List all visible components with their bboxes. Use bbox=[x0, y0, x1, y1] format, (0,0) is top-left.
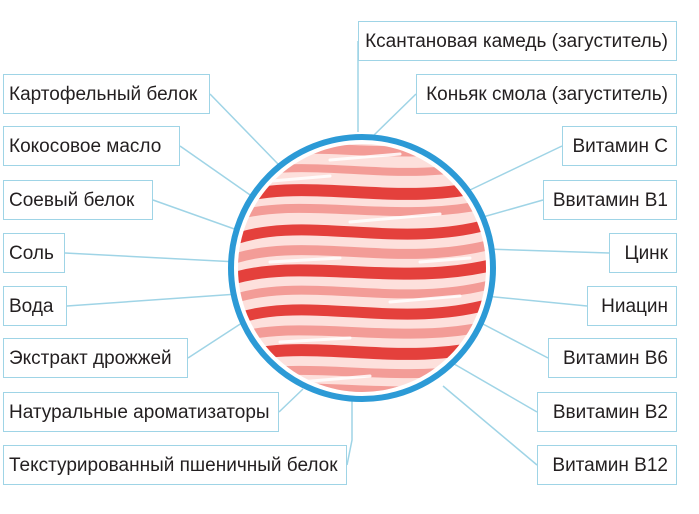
disc-band bbox=[238, 196, 486, 224]
disc-texture bbox=[238, 144, 486, 392]
connector-line bbox=[469, 145, 563, 191]
label-natural-flavors: Натуральные ароматизаторы bbox=[3, 392, 279, 432]
label-vitamin-b12: Витамин В12 bbox=[537, 445, 677, 485]
label-vitamin-c: Витамин С bbox=[562, 126, 677, 166]
connector-line bbox=[482, 199, 544, 218]
disc-streak bbox=[328, 152, 402, 162]
connector-line bbox=[66, 293, 239, 307]
disc-band bbox=[238, 295, 486, 329]
label-zinc: Цинк bbox=[609, 233, 677, 273]
label-textured-wheat-protein: Текстурированный пшеничный белок bbox=[3, 445, 347, 485]
connector-line bbox=[346, 390, 353, 466]
label-vitamin-b1: Ввитамин В1 bbox=[543, 180, 677, 220]
disc-band bbox=[238, 237, 486, 267]
connector-line bbox=[480, 322, 549, 359]
connector-line bbox=[448, 360, 538, 413]
label-niacin: Ниацин bbox=[587, 286, 677, 326]
meat-disc bbox=[228, 134, 496, 402]
connector-line bbox=[442, 385, 538, 466]
label-vitamin-b2: Ввитамин В2 bbox=[537, 392, 677, 432]
label-vitamin-b6: Витамин В6 bbox=[548, 338, 677, 378]
label-potato-protein: Картофельный белок bbox=[3, 74, 210, 114]
label-konjac-gum: Коньяк смола (загуститель) bbox=[416, 74, 677, 114]
connector-line bbox=[179, 145, 254, 198]
disc-band bbox=[238, 215, 486, 249]
label-yeast-extract: Экстракт дрожжей bbox=[3, 338, 188, 378]
connector-line bbox=[64, 252, 239, 263]
label-xanthan-gum: Ксантановая камедь (загуститель) bbox=[358, 21, 677, 61]
connector-line bbox=[485, 248, 610, 254]
connector-line bbox=[484, 295, 588, 307]
connector-lines bbox=[64, 41, 610, 466]
disc-streak bbox=[298, 374, 372, 384]
disc-band bbox=[238, 257, 486, 287]
disc-streak bbox=[268, 256, 342, 264]
disc-streak bbox=[348, 212, 442, 224]
disc-streak bbox=[388, 294, 462, 304]
connector-line bbox=[209, 93, 279, 165]
connector-line bbox=[371, 93, 417, 138]
connector-line bbox=[152, 199, 241, 232]
label-water: Вода bbox=[3, 286, 67, 326]
label-soy-protein: Соевый белок bbox=[3, 180, 153, 220]
disc-streak bbox=[418, 256, 472, 264]
disc-band bbox=[238, 277, 486, 307]
label-coconut-oil: Кокосовое масло bbox=[3, 126, 180, 166]
disc-streak bbox=[278, 336, 352, 344]
connector-line bbox=[278, 388, 304, 413]
label-salt: Соль bbox=[3, 233, 65, 273]
